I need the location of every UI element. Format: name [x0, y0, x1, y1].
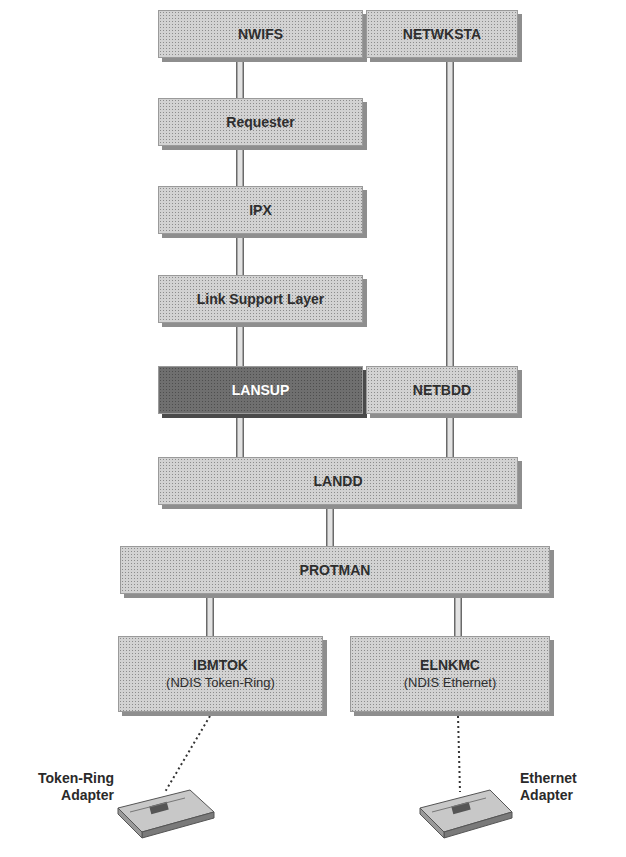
pipe-outline — [446, 58, 454, 366]
layer-description: (NDIS Token-Ring) — [166, 674, 275, 691]
pipe-outline — [236, 414, 244, 457]
pipe-outline — [206, 594, 214, 636]
pipe-outline — [326, 505, 334, 546]
pipe-connector — [240, 58, 241, 98]
software-layer-box: ELNKMC(NDIS Ethernet) — [350, 636, 550, 712]
pipe-outline — [236, 234, 244, 275]
token-ring-adapter-card — [118, 716, 214, 838]
pipe-fill — [238, 234, 243, 275]
layer-name: Link Support Layer — [197, 291, 325, 308]
layer-name: LANSUP — [232, 382, 290, 399]
adapter-label: Ethernet Adapter — [520, 770, 610, 804]
layer-name: NETBDD — [413, 382, 471, 399]
pipe-connector — [240, 146, 241, 186]
pipe-connector — [240, 414, 241, 457]
pipe-connector — [210, 594, 211, 636]
pipe-fill — [238, 146, 243, 186]
software-layer-box: IBMTOK(NDIS Token-Ring) — [118, 636, 323, 712]
pipe-outline — [454, 594, 462, 636]
pipe-connector — [330, 505, 331, 546]
pipe-fill — [208, 594, 213, 636]
pipe-connector — [450, 414, 451, 457]
pipe-fill — [328, 505, 333, 546]
software-layer-box: IPX — [158, 186, 363, 234]
pipe-fill — [456, 594, 461, 636]
pipe-outline — [236, 146, 244, 186]
software-layer-box: Requester — [158, 98, 363, 146]
ethernet-adapter-card — [420, 716, 512, 838]
pipe-fill — [448, 414, 453, 457]
software-layer-box: LANSUP — [158, 366, 363, 414]
layer-description: (NDIS Ethernet) — [404, 674, 496, 691]
pipe-outline — [236, 58, 244, 98]
pipe-connector — [240, 323, 241, 366]
pipe-fill — [238, 414, 243, 457]
layer-name: NWIFS — [238, 26, 283, 43]
pipe-fill — [238, 323, 243, 366]
software-layer-box: NWIFS — [158, 10, 363, 58]
layer-name: PROTMAN — [300, 562, 371, 579]
software-layer-box: NETBDD — [366, 366, 518, 414]
layer-name: NETWKSTA — [403, 26, 481, 43]
pipe-connector — [240, 234, 241, 275]
layer-name: LANDD — [314, 473, 363, 490]
software-layer-box: LANDD — [158, 457, 518, 505]
pipe-connector — [458, 594, 459, 636]
layer-name: ELNKMC — [420, 657, 480, 674]
pipe-outline — [236, 323, 244, 366]
adapter-label: Token-Ring Adapter — [22, 770, 114, 804]
layer-name: IBMTOK — [193, 657, 248, 674]
software-layer-box: Link Support Layer — [158, 275, 363, 323]
pipe-outline — [446, 414, 454, 457]
software-layer-box: NETWKSTA — [366, 10, 518, 58]
layer-name: IPX — [249, 202, 272, 219]
pipe-fill — [448, 58, 453, 366]
pipe-fill — [238, 58, 243, 98]
software-layer-box: PROTMAN — [120, 546, 550, 594]
pipe-connector — [450, 58, 451, 366]
layer-name: Requester — [226, 114, 294, 131]
